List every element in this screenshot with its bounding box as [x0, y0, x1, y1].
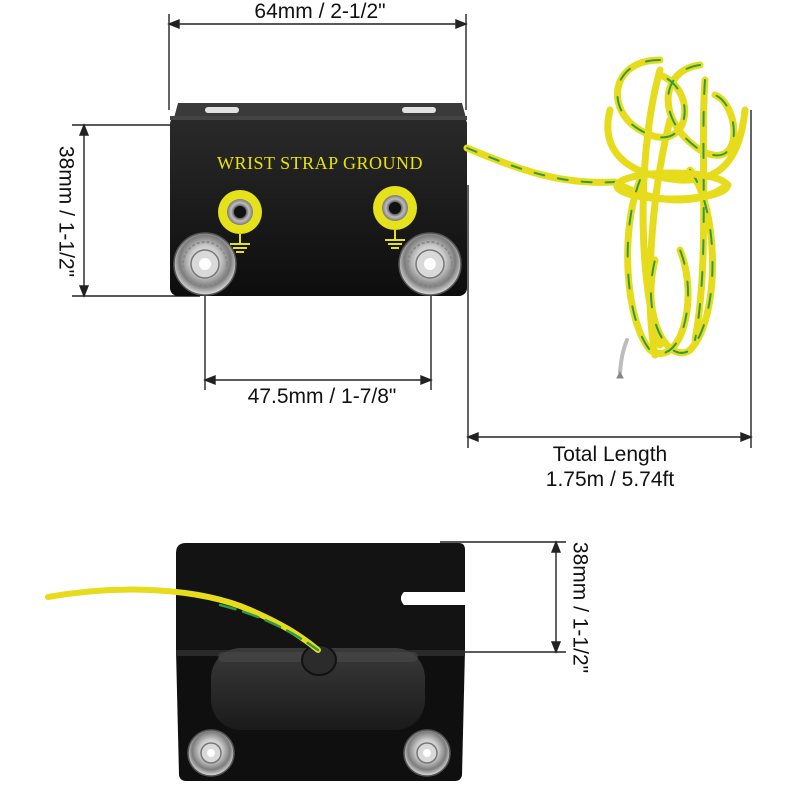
top-view-plate	[170, 103, 467, 296]
total-length-title: Total Length	[552, 443, 668, 466]
ground-jack-left	[218, 190, 262, 253]
bottom-view-bracket	[176, 543, 465, 781]
panel-label: WRIST STRAP GROUND	[216, 153, 424, 173]
ground-jack-right	[373, 186, 417, 249]
stud-spacing-label: 47.5mm / 1-7/8"	[247, 385, 397, 408]
bottom-snap-stud-left	[187, 729, 235, 777]
total-length-dimension	[466, 110, 753, 448]
stud-spacing-dimension	[203, 295, 433, 390]
snap-stud-right	[398, 232, 462, 296]
bottom-snap-stud-right	[403, 729, 451, 777]
top-width-label: 64mm / 2-1/2"	[254, 0, 386, 23]
snap-stud-left	[173, 232, 237, 296]
top-height-label: 38mm / 1-1/2"	[54, 145, 78, 278]
bottom-height-label: 38mm / 1-1/2"	[568, 541, 592, 674]
bottom-ground-cable	[45, 586, 321, 653]
total-length-value: 1.75m / 5.74ft	[545, 468, 675, 491]
top-width-dimension	[167, 14, 468, 110]
ground-cable-coil	[463, 56, 749, 379]
